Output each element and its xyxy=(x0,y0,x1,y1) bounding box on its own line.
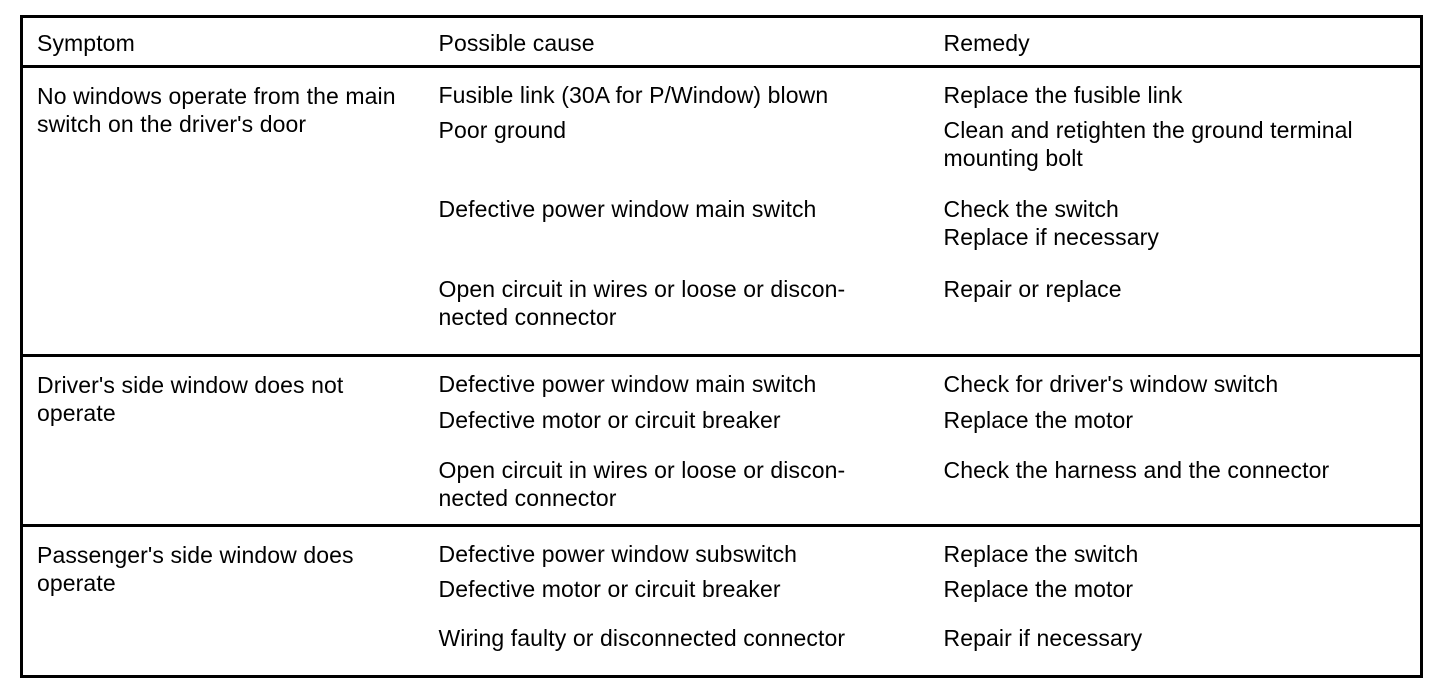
possible-cause-list: Defective power window main switch Defec… xyxy=(425,357,930,518)
remedy-text: Repair if necessary xyxy=(943,625,1143,652)
column-header-symptom: Symptom xyxy=(21,16,425,68)
symptom-cell: No windows operate from the main switch … xyxy=(21,66,425,358)
possible-cause-text: Defective power window main switch xyxy=(438,196,817,222)
list-item: Wiring faulty or disconnected connector xyxy=(425,624,930,670)
column-header-remedy-label: Remedy xyxy=(943,30,1030,56)
remedy-text: Replace the motor xyxy=(943,576,1134,603)
remedy-text: Clean and retighten the ground terminal … xyxy=(943,117,1360,171)
troubleshooting-table: Symptom Possible cause Remedy No windows… xyxy=(20,15,1423,678)
column-header-possible-cause-label: Possible cause xyxy=(438,30,595,56)
column-header-possible-cause: Possible cause xyxy=(424,16,930,68)
possible-cause-cell: Defective power window subswitch Defecti… xyxy=(425,526,930,677)
list-item: Defective motor or circuit breaker xyxy=(425,406,930,456)
list-item: Defective power window main switch xyxy=(425,357,930,406)
list-item: Fusible link (30A for P/Window) blown xyxy=(425,68,930,116)
list-item: Check for driver's window switch xyxy=(930,357,1421,406)
list-item: Defective power window subswitch xyxy=(425,527,930,575)
remedy-cell: Replace the switch Replace the motor Rep… xyxy=(930,526,1422,677)
column-header-symptom-label: Symptom xyxy=(37,30,135,56)
remedy-list: Replace the switch Replace the motor Rep… xyxy=(930,527,1421,670)
list-item: Repair or replace xyxy=(930,275,1421,345)
possible-cause-list: Fusible link (30A for P/Window) blown Po… xyxy=(425,68,930,345)
possible-cause-cell: Fusible link (30A for P/Window) blown Po… xyxy=(424,66,930,358)
symptom-text: No windows operate from the main switch … xyxy=(37,83,396,137)
possible-cause-text: Fusible link (30A for P/Window) blown xyxy=(438,82,829,108)
remedy-text: Replace the switch xyxy=(943,541,1139,568)
remedy-text: Replace the motor xyxy=(943,407,1134,434)
remedy-text: Check for driver's window switch xyxy=(943,371,1279,398)
list-item: Repair if necessary xyxy=(930,624,1421,670)
symptom-cell: Passenger's side window does operate xyxy=(22,526,425,677)
list-item: Check the harness and the connector xyxy=(930,456,1421,518)
possible-cause-cell: Defective power window main switch Defec… xyxy=(424,355,930,528)
remedy-text: Check the harness and the connector xyxy=(943,457,1330,484)
remedy-cell: Replace the fusible link Clean and retig… xyxy=(929,66,1422,358)
list-item: Open circuit in wires or loose or discon… xyxy=(425,456,930,518)
list-item: Replace the switch xyxy=(930,527,1421,575)
possible-cause-text: Defective motor or circuit breaker xyxy=(438,407,781,434)
list-item: Open circuit in wires or loose or discon… xyxy=(425,275,930,345)
remedy-list: Check for driver's window switch Replace… xyxy=(930,357,1421,518)
symptom-text: Driver's side window does not operate xyxy=(37,372,344,427)
remedy-list: Replace the fusible link Clean and retig… xyxy=(930,68,1421,345)
list-item: Poor ground xyxy=(425,116,930,195)
table-header-row: Symptom Possible cause Remedy xyxy=(21,16,1422,68)
possible-cause-list: Defective power window subswitch Defecti… xyxy=(425,527,930,670)
remedy-text: Check the switch Replace if necessary xyxy=(943,196,1159,250)
table-body: No windows operate from the main switch … xyxy=(21,66,1422,677)
table-header: Symptom Possible cause Remedy xyxy=(21,16,1422,68)
possible-cause-text: Defective power window main switch xyxy=(438,371,817,398)
table-row: Passenger's side window does operate Def… xyxy=(22,526,1422,677)
remedy-cell: Check for driver's window switch Replace… xyxy=(929,355,1422,528)
table-row: No windows operate from the main switch … xyxy=(21,66,1422,358)
list-item: Replace the motor xyxy=(930,406,1421,456)
symptom-cell: Driver's side window does not operate xyxy=(21,355,425,528)
possible-cause-text: Defective motor or circuit breaker xyxy=(438,576,781,603)
table-row: Driver's side window does not operate De… xyxy=(21,355,1422,528)
list-item: Clean and retighten the ground terminal … xyxy=(930,116,1421,195)
list-item: Defective motor or circuit breaker xyxy=(425,575,930,624)
list-item: Replace the fusible link xyxy=(930,68,1421,116)
possible-cause-text: Open circuit in wires or loose or discon… xyxy=(438,276,846,330)
list-item: Defective power window main switch xyxy=(425,195,930,275)
column-header-remedy: Remedy xyxy=(929,16,1422,68)
symptom-text: Passenger's side window does operate xyxy=(37,542,354,597)
list-item: Check the switch Replace if necessary xyxy=(930,195,1421,275)
list-item: Replace the motor xyxy=(930,575,1421,624)
possible-cause-text: Open circuit in wires or loose or discon… xyxy=(438,457,846,512)
possible-cause-text: Defective power window subswitch xyxy=(438,541,798,568)
remedy-text: Repair or replace xyxy=(943,276,1122,302)
remedy-text: Replace the fusible link xyxy=(943,82,1183,108)
possible-cause-text: Poor ground xyxy=(438,117,567,143)
possible-cause-text: Wiring faulty or disconnected connector xyxy=(438,625,846,652)
